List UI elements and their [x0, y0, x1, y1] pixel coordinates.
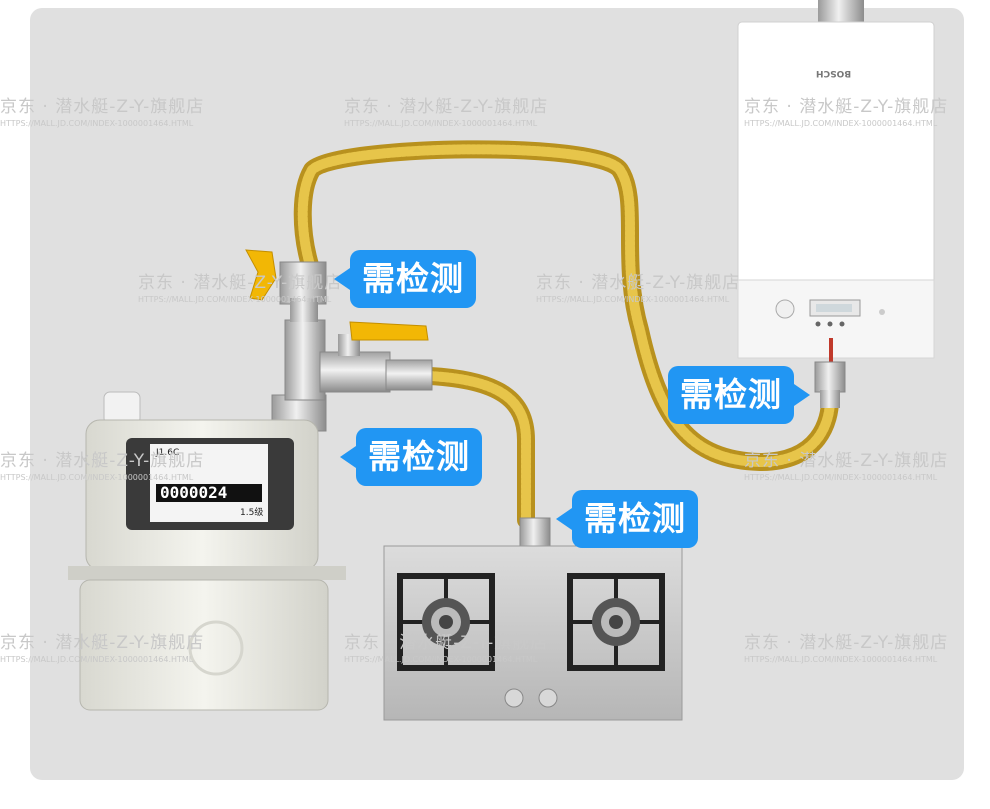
- callout-valve-tee: 需检测: [340, 428, 482, 486]
- valve-assembly: [245, 249, 433, 432]
- gas-hoses: [293, 140, 839, 529]
- meter-reading: 0000024: [160, 483, 228, 502]
- callout-valve-top: 需检测: [334, 250, 476, 308]
- callout-stove-inlet: 需检测: [556, 490, 698, 548]
- meter-grade: 1.5级: [240, 508, 264, 518]
- callout-heater-inlet: 需检测: [668, 366, 810, 424]
- heater-brand: BOSCH: [816, 68, 852, 78]
- heater-inlet-fitting: [814, 361, 846, 408]
- meter-model: J1.6C: [156, 448, 180, 458]
- water-heater: [737, 0, 935, 362]
- gas-stove: [383, 517, 683, 721]
- gas-meter: [68, 391, 346, 711]
